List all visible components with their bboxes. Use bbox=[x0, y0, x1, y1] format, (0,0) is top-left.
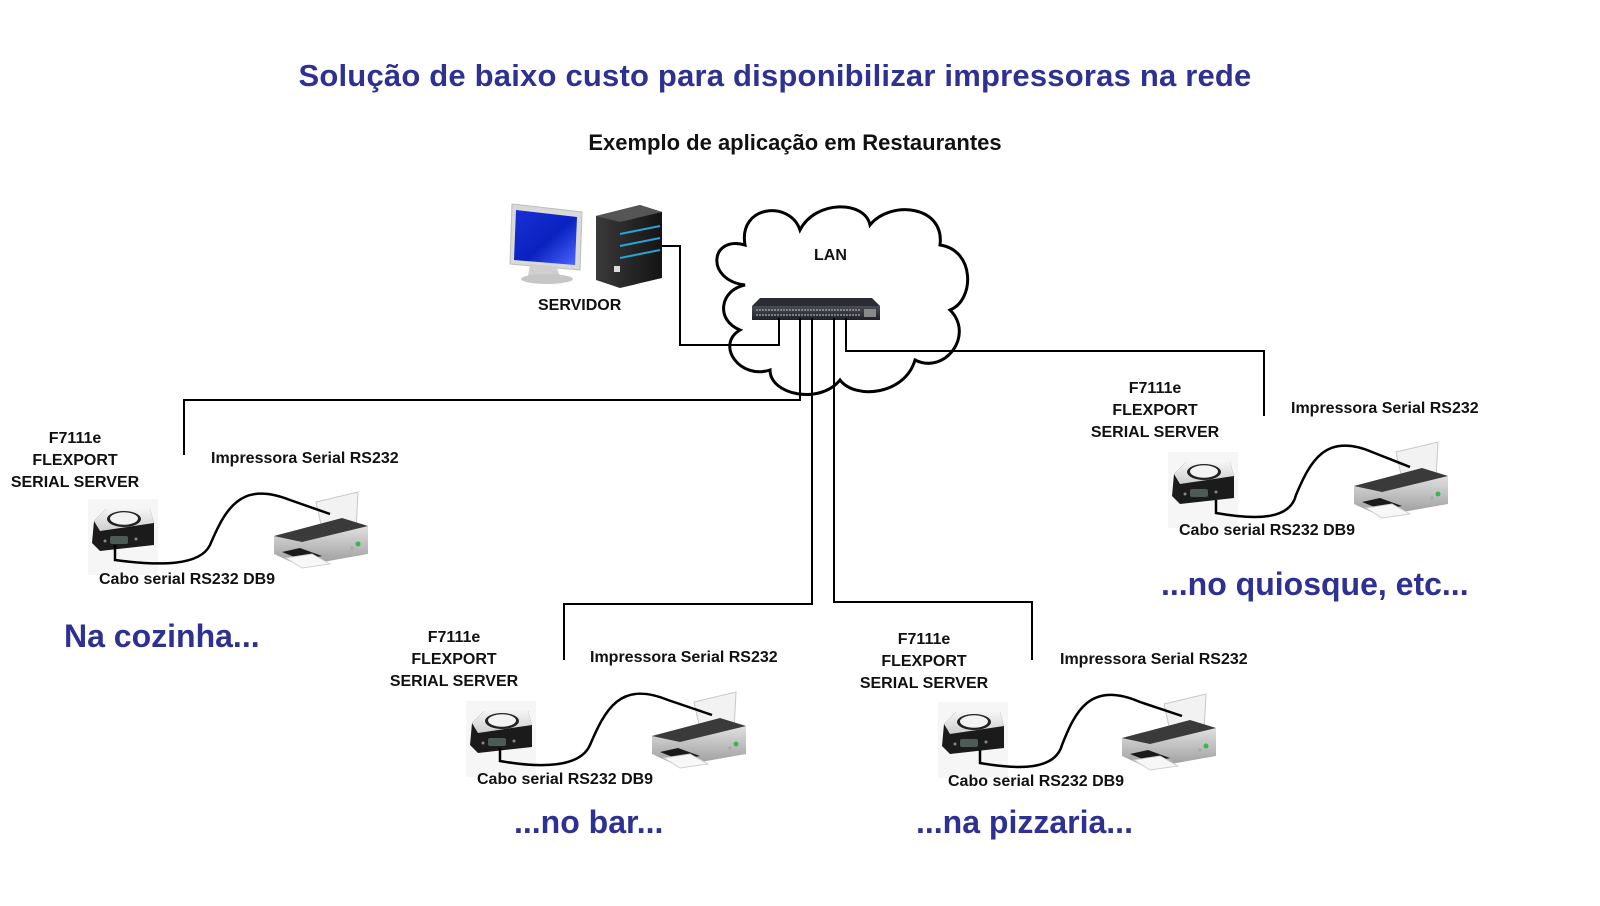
device-model: F7111e bbox=[897, 631, 951, 648]
server-tower-icon bbox=[596, 205, 662, 288]
serial-cable bbox=[498, 692, 713, 767]
device-brand: FLEXPORT bbox=[411, 651, 497, 668]
cable-label: Cabo serial RS232 DB9 bbox=[1179, 522, 1356, 539]
location-label: Na cozinha... bbox=[64, 618, 260, 654]
device-label: F7111e FLEXPORT SERIAL SERVER bbox=[389, 627, 519, 693]
printer-label: Impressora Serial RS232 bbox=[1060, 651, 1248, 668]
device-model: F7111e bbox=[48, 430, 102, 447]
serial-cable bbox=[113, 492, 331, 565]
serial-cable bbox=[978, 693, 1183, 769]
printer-label: Impressora Serial RS232 bbox=[590, 649, 778, 666]
device-type: SERIAL SERVER bbox=[389, 673, 519, 690]
server-label: SERVIDOR bbox=[538, 297, 622, 314]
device-brand: FLEXPORT bbox=[1112, 402, 1198, 419]
cable-label: Cabo serial RS232 DB9 bbox=[477, 771, 654, 788]
serial-cable bbox=[1214, 444, 1411, 519]
network-switch-icon bbox=[752, 298, 880, 320]
device-label: F7111e FLEXPORT SERIAL SERVER bbox=[859, 629, 989, 695]
lan-label: LAN bbox=[814, 247, 847, 264]
device-label: F7111e FLEXPORT SERIAL SERVER bbox=[1090, 378, 1220, 444]
location-label: ...no bar... bbox=[514, 804, 664, 840]
device-label: F7111e FLEXPORT SERIAL SERVER bbox=[10, 428, 140, 494]
device-type: SERIAL SERVER bbox=[10, 474, 140, 491]
location-label: ...no quiosque, etc... bbox=[1161, 566, 1469, 602]
device-model: F7111e bbox=[1128, 380, 1182, 397]
device-brand: FLEXPORT bbox=[32, 452, 118, 469]
printer-icon bbox=[273, 491, 369, 569]
page-title: Solução de baixo custo para disponibiliz… bbox=[298, 58, 1252, 93]
serial-server-device-icon bbox=[1168, 452, 1238, 528]
device-type: SERIAL SERVER bbox=[859, 675, 989, 692]
device-model: F7111e bbox=[427, 629, 481, 646]
monitor-icon bbox=[509, 203, 583, 284]
printer-label: Impressora Serial RS232 bbox=[211, 450, 399, 467]
printer-icon bbox=[651, 691, 747, 769]
location-label: ...na pizzaria... bbox=[916, 804, 1133, 840]
device-type: SERIAL SERVER bbox=[1090, 424, 1220, 441]
network-cables bbox=[183, 245, 1265, 660]
device-brand: FLEXPORT bbox=[881, 653, 967, 670]
printer-label: Impressora Serial RS232 bbox=[1291, 400, 1479, 417]
page-subtitle: Exemplo de aplicação em Restaurantes bbox=[588, 130, 1002, 155]
cable-label: Cabo serial RS232 DB9 bbox=[99, 571, 276, 588]
cable-label: Cabo serial RS232 DB9 bbox=[948, 773, 1125, 790]
printer-icon bbox=[1353, 441, 1449, 519]
printer-icon bbox=[1121, 693, 1217, 771]
